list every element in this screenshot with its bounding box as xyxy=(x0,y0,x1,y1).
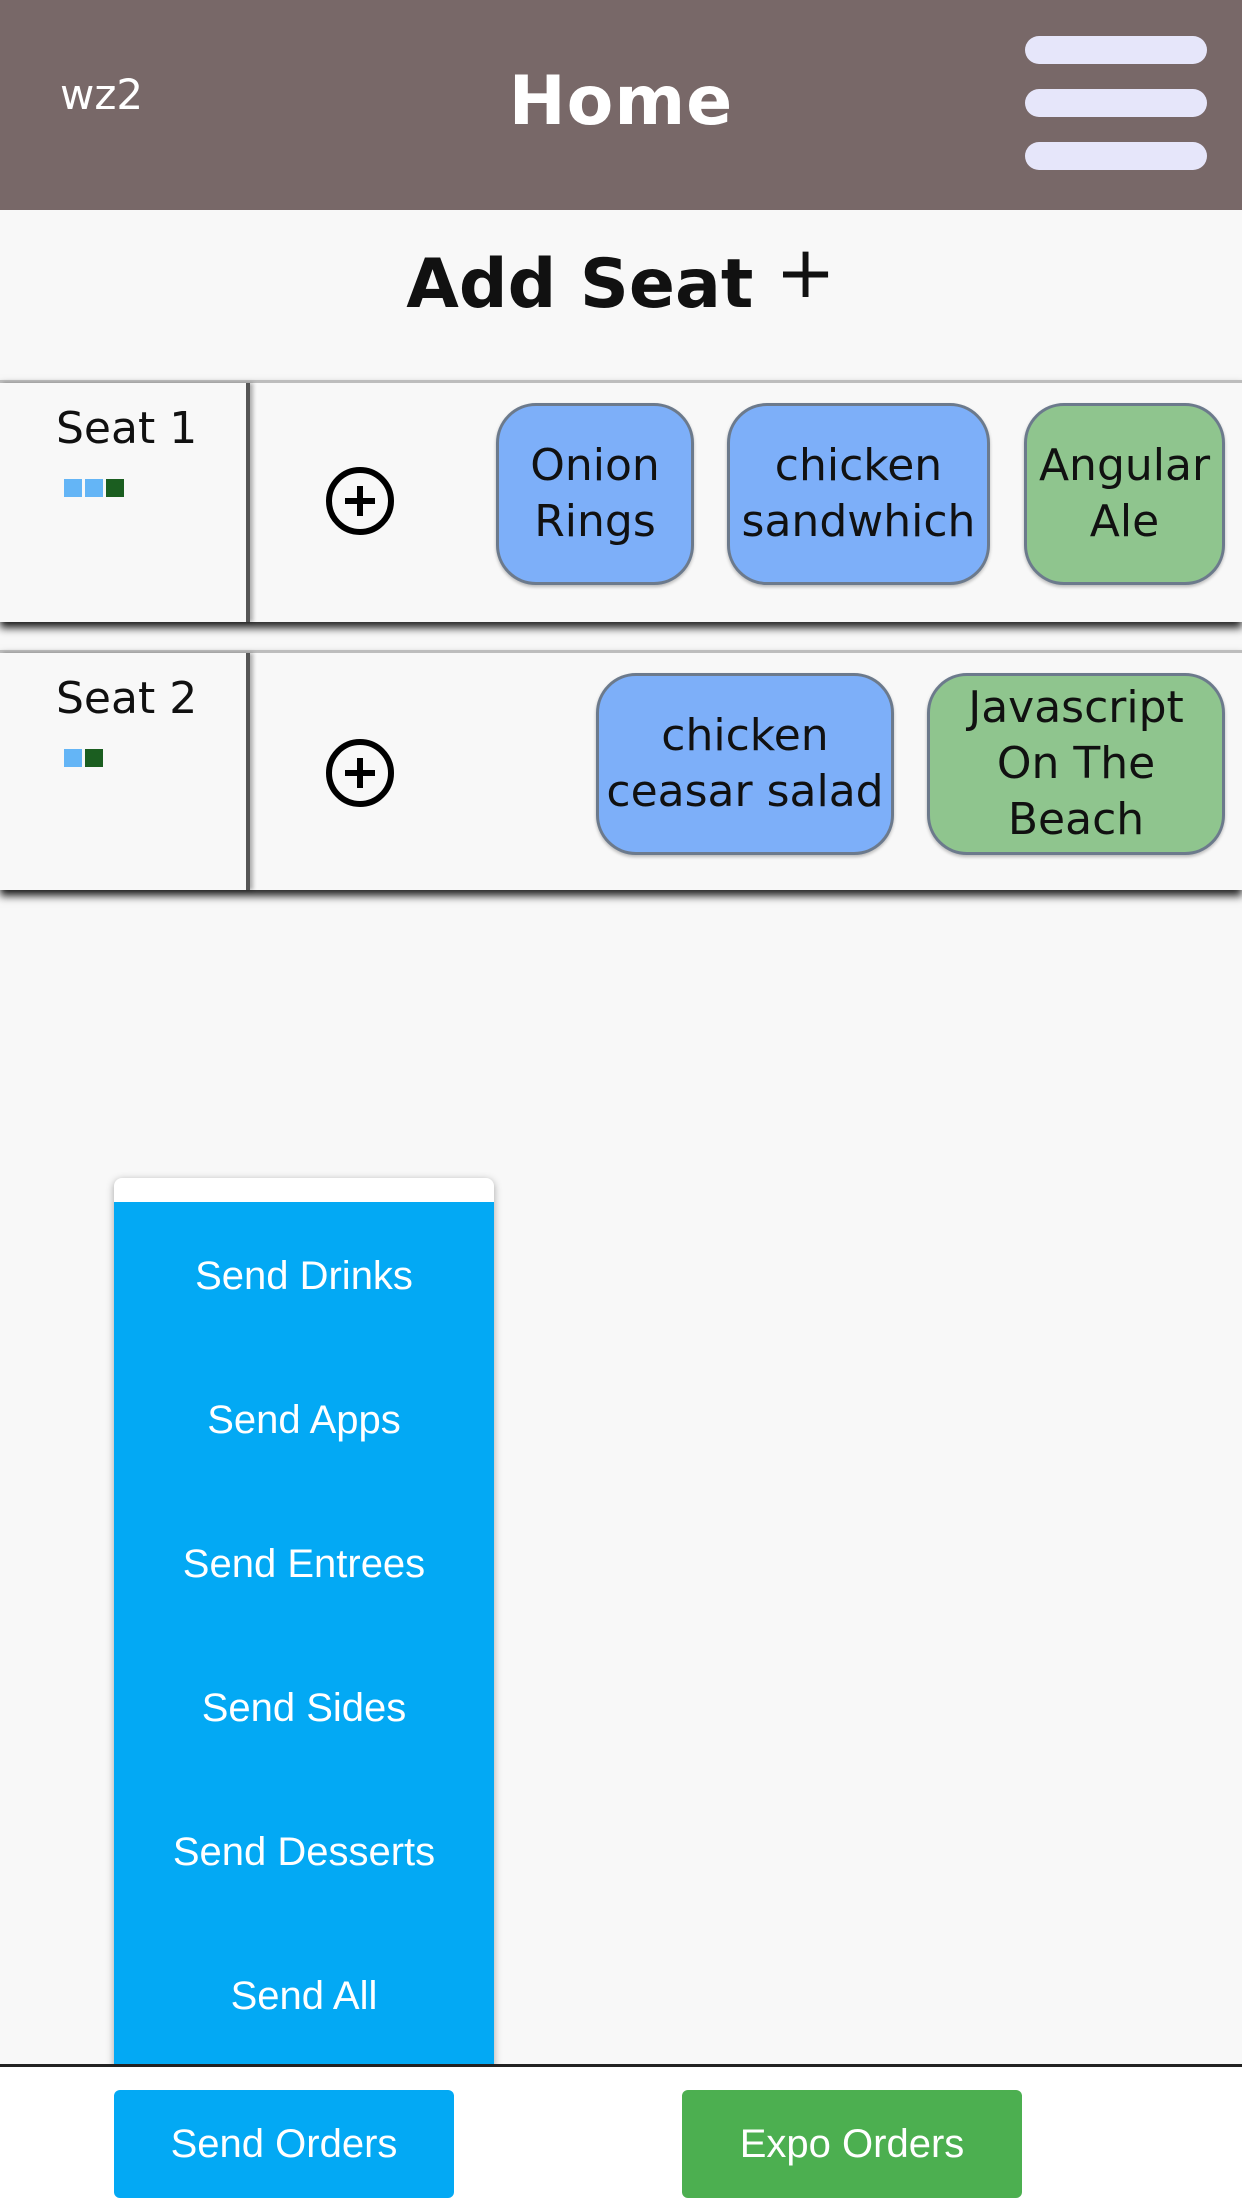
menu-item-send-drinks[interactable]: Send Drinks xyxy=(195,1254,413,1298)
menu-bar xyxy=(1025,89,1207,117)
page-title: Home xyxy=(508,62,734,141)
item-name-line: Javascript xyxy=(968,682,1184,733)
indicator-food xyxy=(64,749,82,767)
item-name-line: Onion xyxy=(530,440,660,491)
menu-item-send-desserts[interactable]: Send Desserts xyxy=(172,1830,436,1874)
item-name-line: Angular xyxy=(1038,440,1211,491)
add-seat-label: Add Seat xyxy=(406,245,754,324)
send-orders-menu: Send Drinks Send Apps Send Entrees Send … xyxy=(114,1178,494,2090)
seat-label: Seat 2 xyxy=(56,673,198,724)
item-name-line: On The xyxy=(996,738,1156,789)
item-name-line: Beach xyxy=(1007,794,1145,845)
item-name-line: chicken xyxy=(774,440,943,491)
add-seat-button[interactable]: Add Seat + xyxy=(0,230,1242,324)
hamburger-menu-icon[interactable] xyxy=(1025,34,1207,174)
menu-item-send-apps[interactable]: Send Apps xyxy=(207,1398,401,1442)
seat-label: Seat 1 xyxy=(56,403,198,454)
indicator-drink xyxy=(85,749,103,767)
order-indicators xyxy=(64,479,124,497)
app-header: wz2 Home xyxy=(0,0,1242,210)
item-name-line: Rings xyxy=(534,496,656,547)
expo-orders-button[interactable]: Expo Orders xyxy=(682,2090,1022,2198)
indicator-food xyxy=(85,479,103,497)
send-menu-list: Send Drinks Send Apps Send Entrees Send … xyxy=(114,1202,494,2068)
item-name-line: chicken xyxy=(661,710,829,761)
order-indicators xyxy=(64,749,103,767)
menu-bar xyxy=(1025,142,1207,170)
menu-item-send-all[interactable]: Send All xyxy=(230,1974,378,2018)
item-name-line: ceasar salad xyxy=(606,766,884,817)
add-item-icon[interactable] xyxy=(326,739,394,807)
item-name-line: Ale xyxy=(1089,496,1160,547)
menu-item-send-entrees[interactable]: Send Entrees xyxy=(182,1542,426,1586)
user-name: wz2 xyxy=(60,70,144,119)
item-name-line: sandwhich xyxy=(741,496,976,547)
menu-bar xyxy=(1025,36,1207,64)
add-item-icon[interactable] xyxy=(326,467,394,535)
menu-item-send-sides[interactable]: Send Sides xyxy=(201,1686,407,1730)
plus-icon: + xyxy=(775,230,836,314)
seat-cell[interactable]: Seat 1 xyxy=(0,383,250,622)
indicator-drink xyxy=(106,479,124,497)
send-orders-button[interactable]: Send Orders xyxy=(114,2090,454,2198)
indicator-food xyxy=(64,479,82,497)
seat-cell[interactable]: Seat 2 xyxy=(0,653,250,890)
